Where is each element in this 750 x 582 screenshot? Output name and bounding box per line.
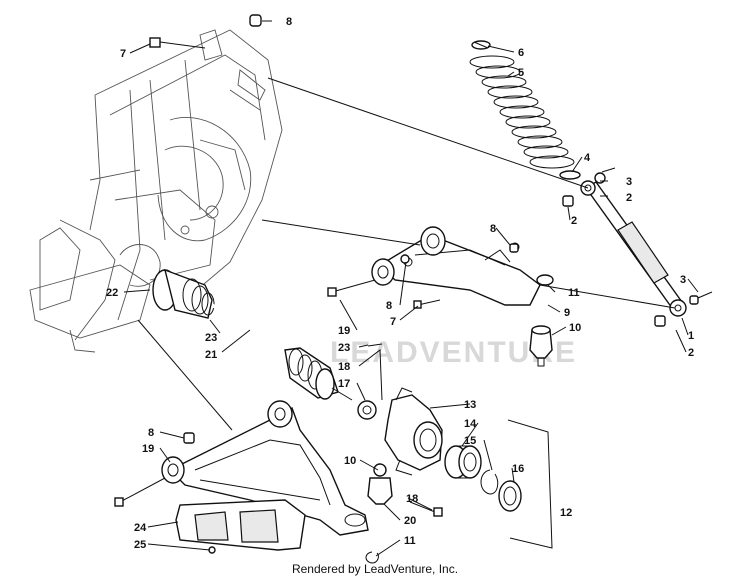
- bolt-23: [367, 343, 383, 347]
- callout-11: 11: [404, 535, 416, 547]
- callout-2: 2: [688, 347, 694, 359]
- callout-12: 12: [560, 507, 572, 519]
- callout-23: 23: [338, 342, 350, 354]
- callout-11: 11: [568, 287, 580, 299]
- bolt-upper-arm: [327, 279, 376, 297]
- callout-10: 10: [344, 455, 356, 467]
- bolt-lower-arm: [114, 477, 166, 507]
- callout-25: 25: [134, 539, 146, 551]
- nut: [562, 195, 574, 207]
- vehicle-frame: [29, 29, 283, 353]
- callout-18: 18: [338, 361, 350, 373]
- callout-2: 2: [626, 192, 632, 204]
- callout-labels: 8 7 6 5 4 3 2 2 8 11 9 10 8 7 19 23 18 1…: [106, 16, 694, 551]
- callout-17: 17: [338, 378, 350, 390]
- callout-7: 7: [390, 316, 396, 328]
- callout-22: 22: [106, 287, 118, 299]
- nut: [400, 254, 410, 264]
- callout-24: 24: [134, 522, 147, 534]
- washer: [357, 400, 377, 420]
- callout-6: 6: [518, 47, 524, 59]
- callout-8: 8: [286, 16, 292, 28]
- coil-spring: [469, 55, 575, 169]
- bolt-18: [409, 501, 443, 517]
- callout-13: 13: [464, 399, 476, 411]
- bolt-small: [413, 299, 441, 309]
- callout-10: 10: [569, 322, 581, 334]
- render-credit: Rendered by LeadVenture, Inc.: [291, 562, 459, 576]
- shock-body: [580, 180, 687, 317]
- leader-lines: [123, 20, 699, 557]
- callout-23: 23: [205, 332, 217, 344]
- callout-18: 18: [406, 493, 418, 505]
- callout-16: 16: [512, 463, 524, 475]
- bushing: [689, 295, 699, 305]
- callout-19: 19: [142, 443, 154, 455]
- seal: [498, 480, 522, 512]
- skid-plate: [175, 499, 306, 554]
- snap-ring: [480, 469, 499, 495]
- lower-a-arm: [161, 400, 369, 536]
- callout-14: 14: [464, 418, 477, 430]
- upper-a-arm: [371, 226, 554, 306]
- lower-ball-joint: [367, 463, 393, 505]
- callout-20: 20: [404, 515, 416, 527]
- callout-8: 8: [386, 300, 392, 312]
- callout-4: 4: [584, 152, 591, 164]
- nut: [509, 243, 519, 253]
- nut: [183, 432, 195, 444]
- callout-3: 3: [680, 274, 686, 286]
- bracket-line: [507, 419, 553, 549]
- steering-knuckle: [384, 387, 443, 476]
- nut: [654, 315, 666, 327]
- callout-8: 8: [490, 223, 496, 235]
- callout-2: 2: [571, 215, 577, 227]
- callout-15: 15: [464, 435, 476, 447]
- wheel-bearing: [444, 445, 482, 479]
- callout-21: 21: [205, 349, 217, 361]
- callout-5: 5: [518, 67, 524, 79]
- cv-axle: [152, 268, 353, 401]
- callout-9: 9: [564, 307, 570, 319]
- callout-19: 19: [338, 325, 350, 337]
- nut: [249, 14, 262, 27]
- spring-retainer: [471, 40, 491, 50]
- callout-7: 7: [120, 48, 126, 60]
- callout-8: 8: [148, 427, 154, 439]
- upper-ball-joint: [529, 325, 553, 367]
- callout-3: 3: [626, 176, 632, 188]
- callout-1: 1: [688, 330, 694, 342]
- bolt-frame: [149, 37, 206, 49]
- retaining-ring: [365, 551, 379, 564]
- spring-seat: [559, 170, 581, 180]
